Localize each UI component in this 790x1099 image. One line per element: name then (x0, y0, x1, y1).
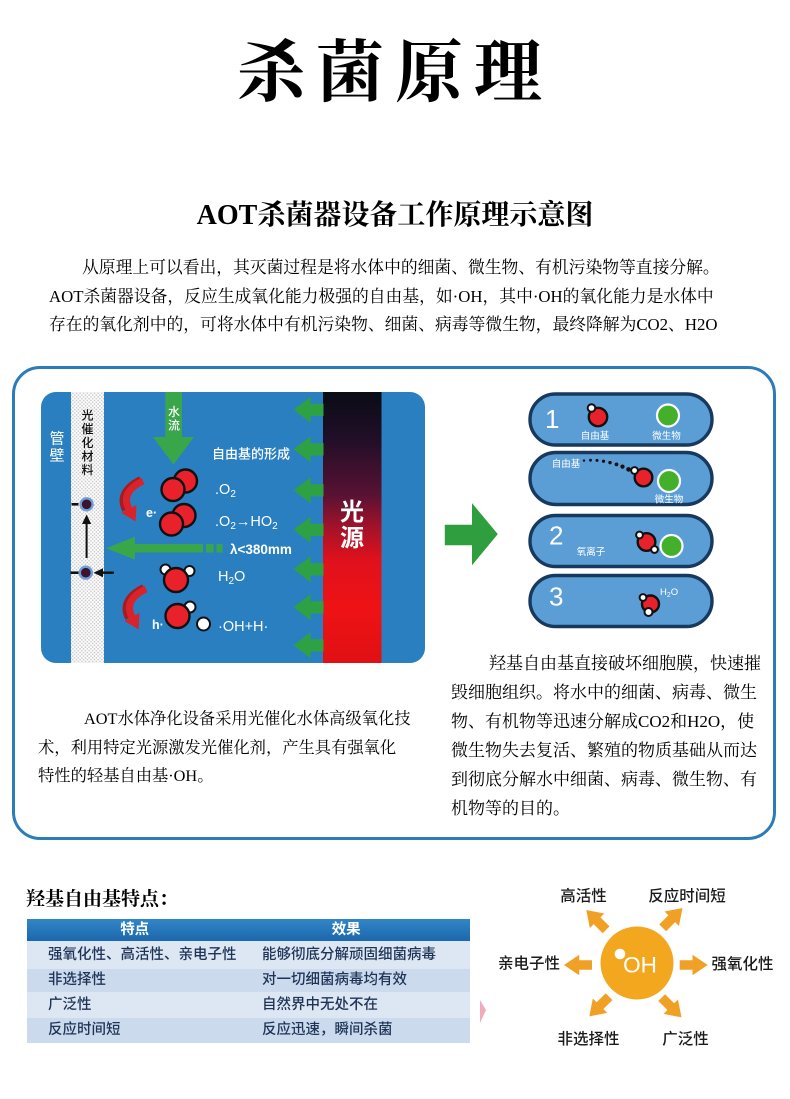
svg-text:·OH+H·: ·OH+H· (218, 619, 268, 635)
svg-text:H2O: H2O (660, 587, 678, 599)
svg-text:h·: h· (152, 618, 164, 632)
svg-text:自由基: 自由基 (581, 430, 610, 442)
svg-text:氧离子: 氧离子 (577, 546, 606, 558)
svg-text:管: 管 (49, 431, 64, 448)
svg-text:2: 2 (549, 521, 563, 551)
svg-text:OH: OH (623, 953, 657, 978)
svg-text:3: 3 (549, 582, 563, 612)
svg-text:化: 化 (81, 435, 93, 450)
svg-text:壁: 壁 (49, 448, 64, 465)
svg-text:催: 催 (81, 421, 93, 436)
svg-text:源: 源 (340, 525, 364, 552)
svg-text:强氧化性: 强氧化性 (711, 955, 773, 973)
svg-text:流: 流 (168, 419, 180, 433)
svg-text:微生物: 微生物 (652, 430, 681, 442)
svg-text:.O2→HO2: .O2→HO2 (215, 514, 278, 532)
svg-text:e·: e· (146, 506, 157, 520)
svg-text:1: 1 (545, 404, 559, 434)
svg-text:高活性: 高活性 (560, 887, 607, 905)
svg-text:H2O: H2O (218, 569, 245, 587)
svg-text:水: 水 (168, 404, 180, 419)
svg-text:光: 光 (340, 499, 364, 526)
svg-text:自由基的形成: 自由基的形成 (212, 447, 290, 462)
svg-text:广泛性: 广泛性 (662, 1030, 709, 1048)
svg-text:λ<380mm: λ<380mm (230, 542, 292, 557)
svg-text:亲电子性: 亲电子性 (498, 955, 560, 973)
svg-text:自由基: 自由基 (552, 458, 581, 470)
svg-text:微生物: 微生物 (655, 494, 684, 506)
svg-text:非选择性: 非选择性 (557, 1030, 619, 1048)
svg-text:料: 料 (81, 462, 93, 477)
svg-text:材: 材 (81, 449, 93, 463)
svg-text:光: 光 (81, 408, 93, 423)
svg-text:反应时间短: 反应时间短 (648, 886, 726, 905)
